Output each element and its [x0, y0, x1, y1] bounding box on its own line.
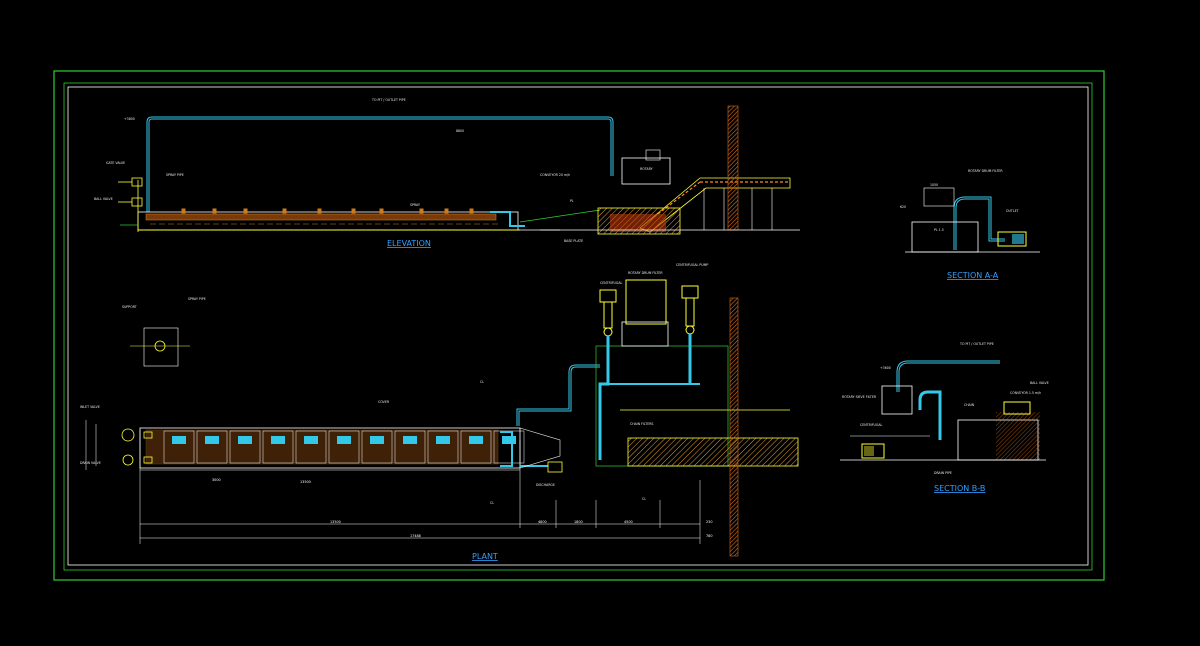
- plant-rotary-filter: [625, 279, 667, 325]
- tank-bay: [427, 430, 459, 464]
- section-b-pump: [861, 443, 885, 459]
- svg-text:4500: 4500: [624, 520, 633, 524]
- tank-bay-nozzle: [238, 436, 252, 444]
- inner-frame-green: [63, 82, 1093, 571]
- plant-pump-left: [599, 289, 617, 337]
- tank-bay-nozzle: [271, 436, 285, 444]
- tank-bay: [328, 430, 360, 464]
- plant-chain-conveyor: [627, 437, 799, 467]
- svg-text:17488: 17488: [410, 534, 421, 538]
- svg-text:DISCHARGE: DISCHARGE: [536, 483, 555, 487]
- svg-text:CHAIN FILTERS: CHAIN FILTERS: [630, 422, 653, 426]
- tank-bay: [229, 430, 261, 464]
- tank-bay-nozzle: [172, 436, 186, 444]
- svg-text:BASE PLATE: BASE PLATE: [564, 239, 583, 243]
- plant-wall: [729, 297, 739, 557]
- svg-text:1800: 1800: [574, 520, 583, 524]
- outer-frame: [53, 70, 1105, 581]
- svg-text:+3600: +3600: [880, 366, 891, 370]
- inner-frame-white: [67, 86, 1089, 566]
- elevation-view: TO PIT / OUTLET PIPE +3800 8800 GATE VAL…: [94, 98, 800, 248]
- svg-text:TO PIT / OUTLET PIPE: TO PIT / OUTLET PIPE: [371, 98, 406, 102]
- svg-text:+3800: +3800: [124, 117, 135, 121]
- svg-text:CL: CL: [490, 501, 494, 505]
- svg-text:230: 230: [706, 520, 712, 524]
- svg-text:GATE VALVE: GATE VALVE: [106, 161, 125, 165]
- elevation-title: ELEVATION: [387, 239, 431, 248]
- tank-bay-nozzle: [304, 436, 318, 444]
- plant-view: COVER SPRAY PIPE SUPPORT CENTRIFUGAL ROT…: [80, 263, 799, 561]
- svg-text:SPRAY: SPRAY: [410, 203, 420, 207]
- section-a-view: ROTARY DRUM FILTER 1050 OUTLET PL 1.5 62…: [900, 169, 1040, 280]
- svg-text:4800: 4800: [538, 520, 547, 524]
- svg-text:SPRAY PIPE: SPRAY PIPE: [188, 297, 206, 301]
- plant-nozzle-detail: [130, 327, 190, 367]
- section-b-title: SECTION B-B: [934, 484, 985, 493]
- section-b-pipe: [896, 360, 1000, 392]
- plant-tank: [139, 427, 521, 469]
- svg-text:SUPPORT: SUPPORT: [122, 305, 137, 309]
- section-b-view: TO PIT / OUTLET PIPE ROTARY SIEVE FILTER…: [840, 342, 1049, 493]
- tank-bay-nozzle: [502, 436, 516, 444]
- svg-text:PL 1.5: PL 1.5: [934, 228, 944, 232]
- svg-text:PL: PL: [570, 199, 574, 203]
- svg-text:CL: CL: [642, 497, 646, 501]
- svg-text:CL: CL: [480, 380, 484, 384]
- svg-text:3000: 3000: [212, 478, 221, 482]
- elevation-filter-unit: [621, 157, 671, 185]
- svg-text:CENTRIFUGAL: CENTRIFUGAL: [600, 281, 623, 285]
- plant-title: PLANT: [472, 552, 498, 561]
- svg-text:DRAIN VALVE: DRAIN VALVE: [80, 461, 101, 465]
- plant-header-pipe: [500, 431, 513, 467]
- svg-text:1050: 1050: [930, 183, 938, 187]
- svg-text:8800: 8800: [456, 129, 464, 133]
- tank-bay-nozzle: [403, 436, 417, 444]
- svg-text:BALL VALVE: BALL VALVE: [94, 197, 113, 201]
- plant-tank-bays: [163, 430, 525, 464]
- svg-text:SPRAY PIPE: SPRAY PIPE: [166, 173, 184, 177]
- tank-bay-nozzle: [337, 436, 351, 444]
- section-b-filter: [881, 385, 913, 415]
- tank-bay-nozzle: [436, 436, 450, 444]
- svg-text:780: 780: [706, 534, 712, 538]
- svg-text:13500: 13500: [330, 520, 341, 524]
- tank-bay: [163, 430, 195, 464]
- svg-text:DRAIN PIPE: DRAIN PIPE: [934, 471, 952, 475]
- svg-text:CENTRIFUGAL: CENTRIFUGAL: [860, 423, 883, 427]
- svg-text:COVER: COVER: [378, 400, 390, 404]
- svg-text:13500: 13500: [300, 480, 311, 484]
- svg-text:CHAIN: CHAIN: [964, 403, 975, 407]
- tank-bay: [394, 430, 426, 464]
- elevation-return-pipe: [146, 116, 614, 212]
- plant-pump-right: [681, 285, 699, 335]
- tank-bay: [460, 430, 492, 464]
- tank-bay: [196, 430, 228, 464]
- tank-bay: [262, 430, 294, 464]
- svg-text:TO PIT / OUTLET PIPE: TO PIT / OUTLET PIPE: [959, 342, 994, 346]
- tank-bay-nozzle: [469, 436, 483, 444]
- svg-text:ROTARY DRUM FILTER: ROTARY DRUM FILTER: [968, 169, 1003, 173]
- section-a-title: SECTION A-A: [947, 271, 999, 280]
- svg-text:OUTLET: OUTLET: [1006, 209, 1019, 213]
- tank-bay-nozzle: [370, 436, 384, 444]
- svg-text:ROTARY DRUM FILTER: ROTARY DRUM FILTER: [628, 271, 663, 275]
- section-a-tank: [911, 221, 979, 253]
- elevation-wall: [727, 105, 739, 231]
- svg-text:620: 620: [900, 205, 906, 209]
- svg-text:CONVEYOR 20 m/h: CONVEYOR 20 m/h: [540, 173, 570, 177]
- section-a-pump: [997, 231, 1027, 247]
- tank-bay: [361, 430, 393, 464]
- svg-text:ROTARY: ROTARY: [640, 167, 653, 171]
- tank-bay-nozzle: [205, 436, 219, 444]
- svg-text:CENTRIFUGAL PUMP: CENTRIFUGAL PUMP: [676, 263, 708, 267]
- svg-text:CONVEYOR 1.5 m/h: CONVEYOR 1.5 m/h: [1010, 391, 1041, 395]
- tank-bay: [493, 430, 525, 464]
- svg-text:INLET VALVE: INLET VALVE: [80, 405, 100, 409]
- svg-text:BALL VALVE: BALL VALVE: [1030, 381, 1049, 385]
- tank-bay: [295, 430, 327, 464]
- svg-text:ROTARY SIEVE FILTER: ROTARY SIEVE FILTER: [842, 395, 877, 399]
